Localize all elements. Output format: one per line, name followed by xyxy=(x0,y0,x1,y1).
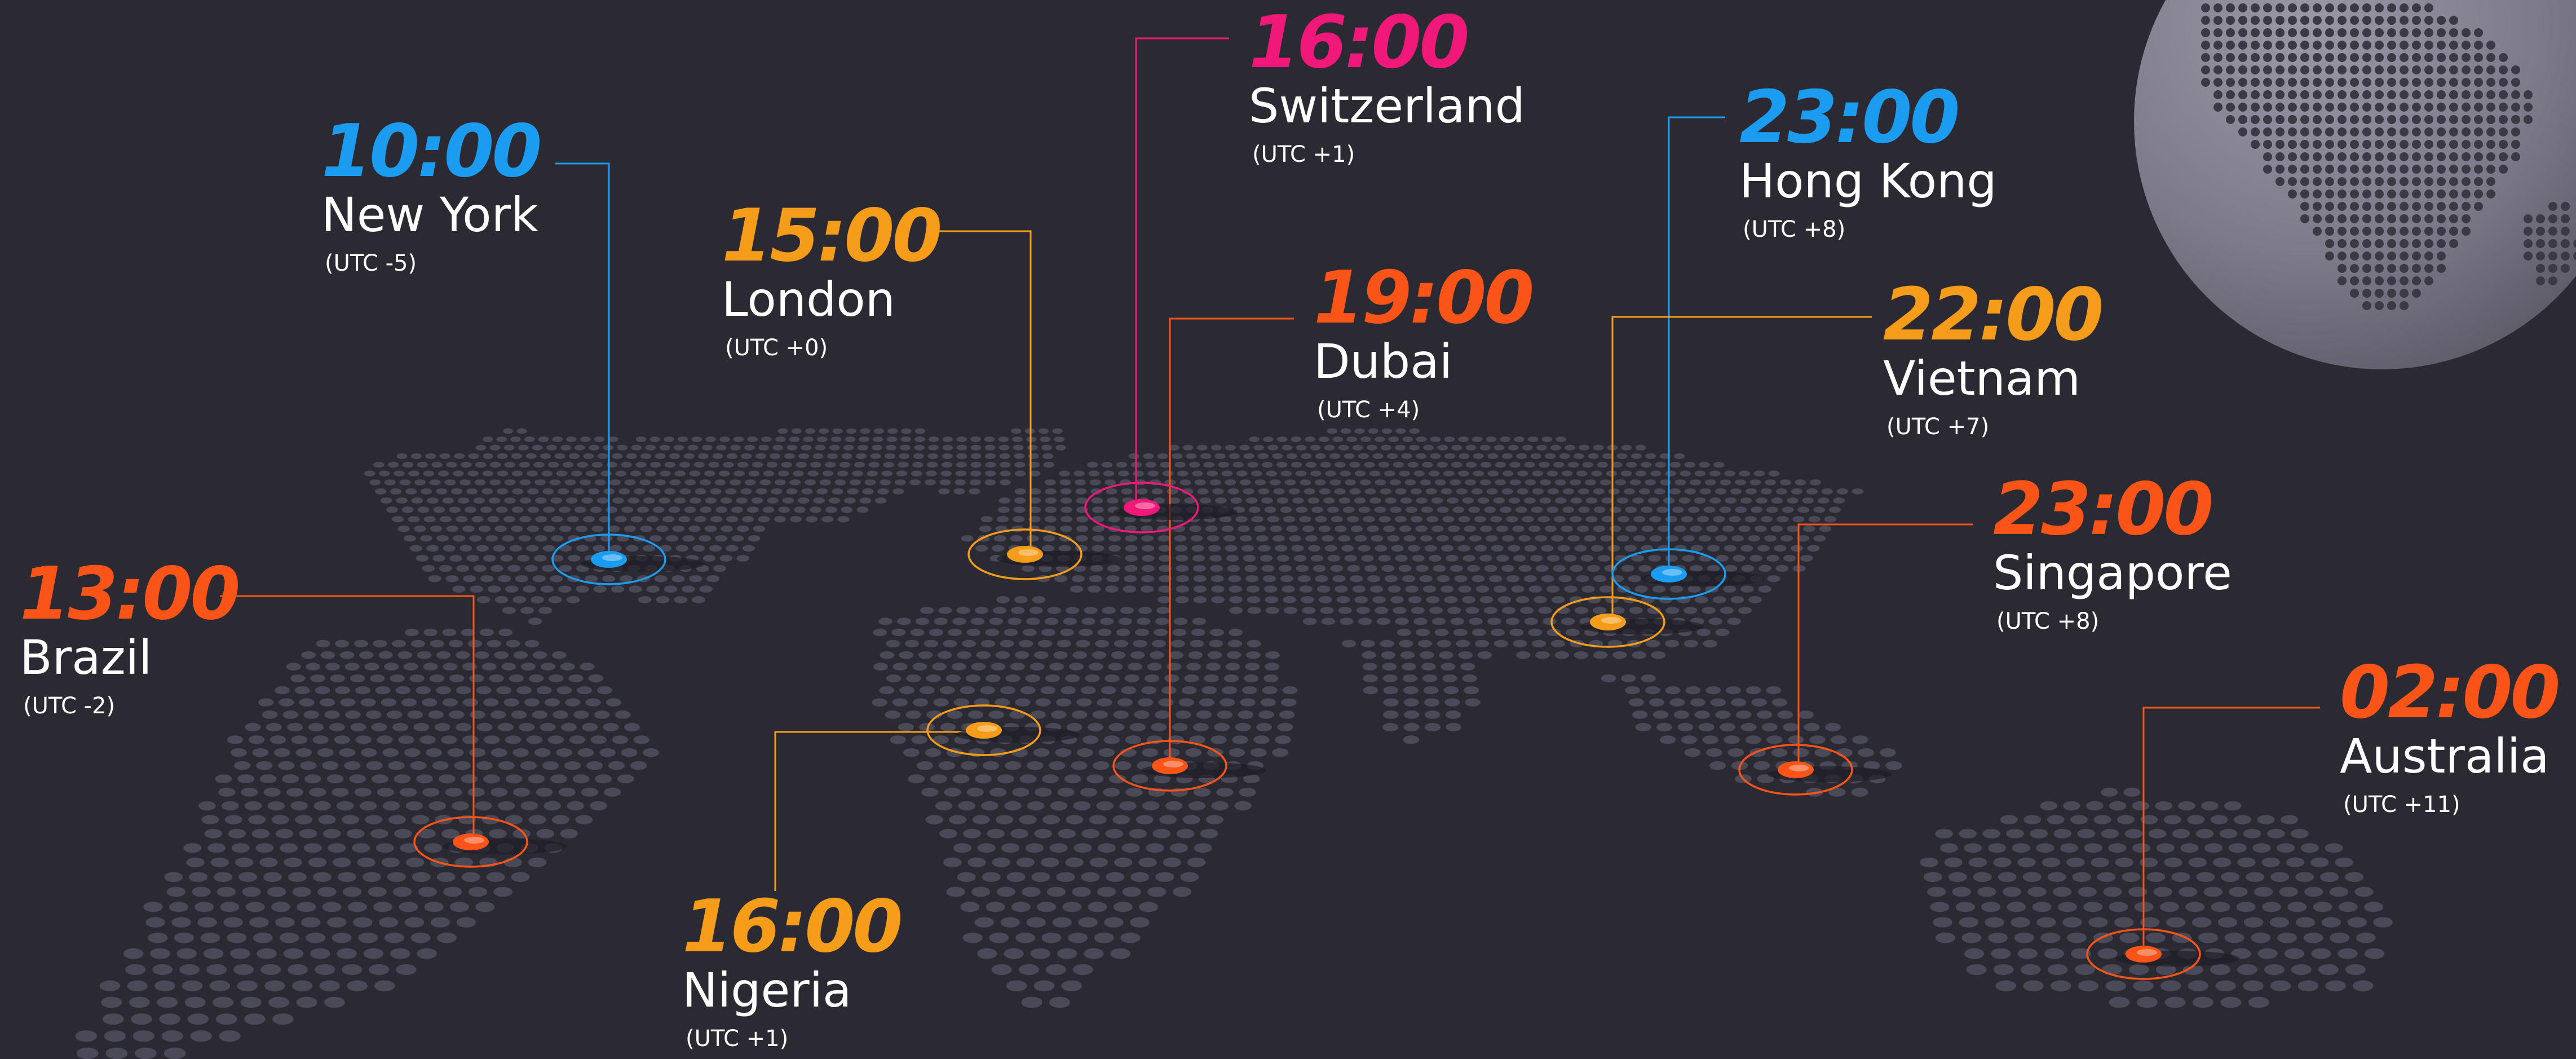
location-markers xyxy=(413,482,2239,980)
leader-lines xyxy=(220,37,2320,948)
marker-new-york xyxy=(551,533,705,585)
city-nigeria: Nigeria xyxy=(682,963,852,1018)
marker-dubai xyxy=(1112,740,1266,792)
utc-switzerland: (UTC +1) xyxy=(1252,142,1355,168)
utc-hong-kong: (UTC +8) xyxy=(1743,217,1846,243)
label-new-york: 10:00 New York (UTC -5) xyxy=(321,109,542,277)
city-vietnam: Vietnam xyxy=(1883,351,2081,406)
utc-brazil: (UTC -2) xyxy=(23,693,116,720)
time-vietnam: 22:00 xyxy=(1883,273,2104,357)
label-brazil: 13:00 Brazil (UTC -2) xyxy=(20,552,240,720)
time-switzerland: 16:00 xyxy=(1249,1,1469,85)
time-australia: 02:00 xyxy=(2340,651,2560,735)
time-new-york: 10:00 xyxy=(321,109,542,193)
city-dubai: Dubai xyxy=(1314,334,1453,389)
marker-switzerland xyxy=(1084,482,1238,533)
label-australia: 02:00 Australia (UTC +11) xyxy=(2340,651,2560,818)
city-brazil: Brazil xyxy=(20,630,152,685)
time-brazil: 13:00 xyxy=(20,552,240,636)
marker-vietnam xyxy=(1550,596,1704,648)
time-hong-kong: 23:00 xyxy=(1739,76,1960,160)
city-australia: Australia xyxy=(2340,729,2550,784)
label-hong-kong: 23:00 Hong Kong (UTC +8) xyxy=(1739,82,1997,243)
marker-brazil xyxy=(413,816,567,868)
label-london: 15:00 London (UTC +0) xyxy=(722,194,942,361)
city-new-york: New York xyxy=(321,187,538,242)
marker-nigeria xyxy=(926,704,1080,756)
time-dubai: 19:00 xyxy=(1314,256,1534,340)
utc-dubai: (UTC +4) xyxy=(1317,397,1420,423)
label-switzerland: 16:00 Switzerland (UTC +1) xyxy=(1249,7,1525,168)
marker-singapore xyxy=(1738,744,1892,796)
continent-dots xyxy=(75,428,2393,1059)
time-nigeria: 16:00 xyxy=(682,885,903,969)
time-singapore: 23:00 xyxy=(1993,467,2213,551)
label-nigeria: 16:00 Nigeria (UTC +1) xyxy=(682,885,903,1052)
city-hong-kong: Hong Kong xyxy=(1739,153,1997,209)
label-singapore: 23:00 Singapore (UTC +8) xyxy=(1993,474,2232,635)
marker-hong-kong xyxy=(1611,548,1765,600)
marker-london xyxy=(967,528,1121,580)
marker-australia xyxy=(2086,928,2239,980)
city-london: London xyxy=(722,272,895,327)
utc-vietnam: (UTC +7) xyxy=(1886,414,1990,440)
city-singapore: Singapore xyxy=(1993,545,2232,601)
city-switzerland: Switzerland xyxy=(1249,78,1525,134)
utc-new-york: (UTC -5) xyxy=(325,250,417,277)
utc-australia: (UTC +11) xyxy=(2343,792,2460,818)
utc-london: (UTC +0) xyxy=(725,335,828,361)
label-vietnam: 22:00 Vietnam (UTC +7) xyxy=(1883,273,2104,440)
globe-icon xyxy=(2134,0,2576,369)
utc-nigeria: (UTC +1) xyxy=(686,1026,789,1052)
label-dubai: 19:00 Dubai (UTC +4) xyxy=(1314,256,1534,423)
time-london: 15:00 xyxy=(722,194,942,278)
utc-singapore: (UTC +8) xyxy=(1996,608,2100,635)
